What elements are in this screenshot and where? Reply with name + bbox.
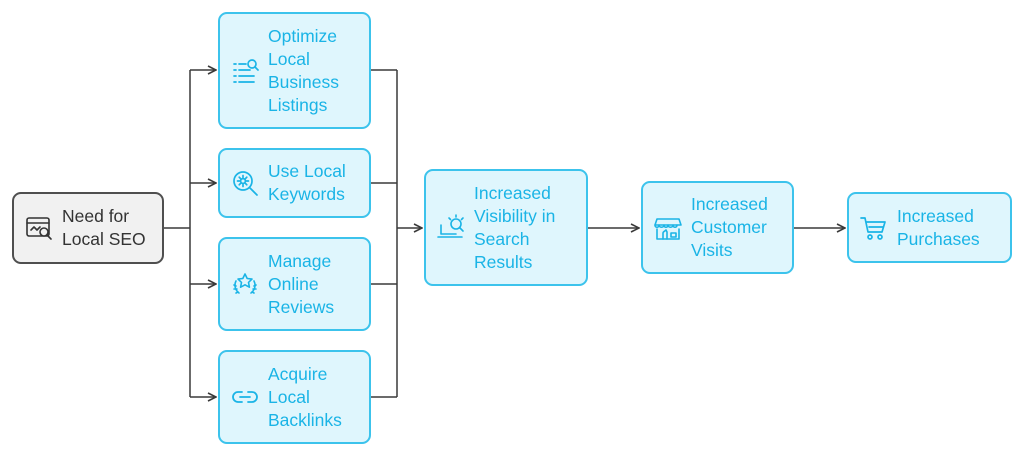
node-label: Manage Online Reviews bbox=[268, 250, 335, 317]
link-icon bbox=[230, 382, 260, 412]
node-manage-online-reviews: Manage Online Reviews bbox=[218, 237, 371, 331]
shopping-cart-icon bbox=[859, 213, 889, 243]
node-use-local-keywords: Use Local Keywords bbox=[218, 148, 371, 218]
laurel-star-icon bbox=[230, 269, 260, 299]
node-label: Use Local Keywords bbox=[268, 161, 346, 204]
node-label: Increased Purchases bbox=[897, 205, 980, 249]
node-label: Increased Customer Visits bbox=[691, 194, 768, 260]
node-label: Acquire Local Backlinks bbox=[268, 363, 342, 430]
browser-search-icon bbox=[24, 213, 54, 243]
list-search-icon bbox=[230, 56, 260, 86]
node-increased-visibility: Increased Visibility in Search Results bbox=[424, 169, 588, 286]
magnifier-gear-icon bbox=[230, 168, 260, 198]
node-increased-customer-visits: Increased Customer Visits bbox=[641, 181, 794, 274]
node-increased-purchases: Increased Purchases bbox=[847, 192, 1012, 263]
node-acquire-local-backlinks: Acquire Local Backlinks bbox=[218, 350, 371, 444]
storefront-icon bbox=[653, 213, 683, 243]
node-optimize-listings: Optimize Local Business Listings bbox=[218, 12, 371, 129]
node-label: Need for Local SEO bbox=[62, 206, 146, 249]
laptop-search-icon bbox=[436, 213, 466, 243]
node-label: Optimize Local Business Listings bbox=[268, 25, 340, 115]
node-label: Increased Visibility in Search Results bbox=[474, 182, 556, 272]
node-need-for-local-seo: Need for Local SEO bbox=[12, 192, 164, 264]
